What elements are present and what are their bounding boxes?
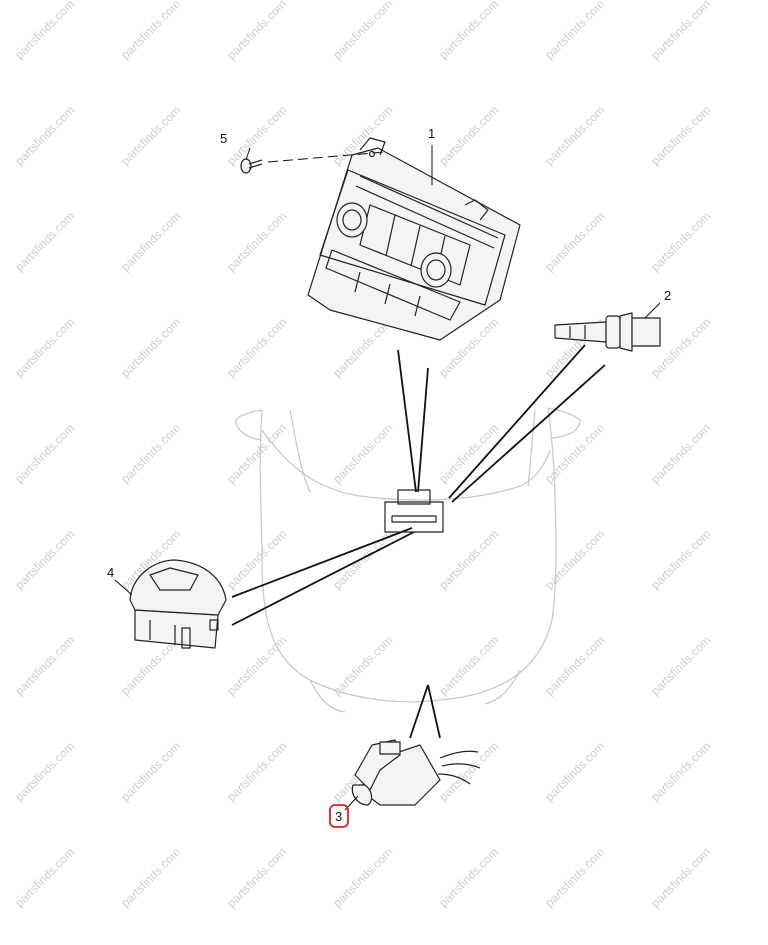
watermark-text-11: partsfinds.com <box>436 103 501 168</box>
watermark-text-2: partsfinds.com <box>224 0 289 62</box>
callout-label-3[interactable]: 3 <box>335 809 342 824</box>
watermark-text-3: partsfinds.com <box>330 0 395 62</box>
watermark-text-13: partsfinds.com <box>648 103 713 168</box>
watermark-text-44: partsfinds.com <box>224 633 289 698</box>
selection-highlight <box>329 804 349 828</box>
watermark-text-23: partsfinds.com <box>224 315 289 380</box>
watermark-text-9: partsfinds.com <box>224 103 289 168</box>
watermark-text-34: partsfinds.com <box>648 421 713 486</box>
watermark-text-29: partsfinds.com <box>118 421 183 486</box>
part-2-sensor[interactable] <box>554 312 661 352</box>
watermark-text-4: partsfinds.com <box>436 0 501 62</box>
watermark-text-22: partsfinds.com <box>118 315 183 380</box>
part-4-dome-sensor[interactable] <box>129 559 227 649</box>
junction-box <box>384 489 444 533</box>
watermark-text-6: partsfinds.com <box>648 0 713 62</box>
watermark-text-39: partsfinds.com <box>436 527 501 592</box>
watermark-text-50: partsfinds.com <box>118 739 183 804</box>
watermark-text-42: partsfinds.com <box>12 633 77 698</box>
watermark-text-20: partsfinds.com <box>648 209 713 274</box>
vehicle-outline <box>235 407 581 713</box>
watermark-text-60: partsfinds.com <box>436 845 501 910</box>
watermark-text-1: partsfinds.com <box>118 0 183 62</box>
watermark-text-19: partsfinds.com <box>542 209 607 274</box>
watermark-text-45: partsfinds.com <box>330 633 395 698</box>
watermark-text-47: partsfinds.com <box>542 633 607 698</box>
part-3-connector-sensor[interactable] <box>351 739 481 806</box>
watermark-text-21: partsfinds.com <box>12 315 77 380</box>
watermark-text-12: partsfinds.com <box>542 103 607 168</box>
watermark-text-62: partsfinds.com <box>648 845 713 910</box>
watermark-text-31: partsfinds.com <box>330 421 395 486</box>
watermark-text-41: partsfinds.com <box>648 527 713 592</box>
watermark-text-0: partsfinds.com <box>12 0 77 62</box>
watermark-text-40: partsfinds.com <box>542 527 607 592</box>
watermark-text-51: partsfinds.com <box>224 739 289 804</box>
watermark-text-55: partsfinds.com <box>648 739 713 804</box>
watermark-text-53: partsfinds.com <box>436 739 501 804</box>
callout-label-2[interactable]: 2 <box>664 288 671 303</box>
watermark-text-49: partsfinds.com <box>12 739 77 804</box>
watermark-text-48: partsfinds.com <box>648 633 713 698</box>
watermark-text-35: partsfinds.com <box>12 527 77 592</box>
watermark-text-16: partsfinds.com <box>224 209 289 274</box>
part-1-climate-control-panel[interactable] <box>307 137 521 341</box>
watermark-text-58: partsfinds.com <box>224 845 289 910</box>
watermark-text-54: partsfinds.com <box>542 739 607 804</box>
watermark-text-38: partsfinds.com <box>330 527 395 592</box>
watermark-text-14: partsfinds.com <box>12 209 77 274</box>
callout-label-4[interactable]: 4 <box>107 565 114 580</box>
callout-label-5[interactable]: 5 <box>220 131 227 146</box>
leader-lines <box>114 145 661 811</box>
watermark-text-28: partsfinds.com <box>12 421 77 486</box>
watermark-text-37: partsfinds.com <box>224 527 289 592</box>
watermark-text-15: partsfinds.com <box>118 209 183 274</box>
watermark-text-7: partsfinds.com <box>12 103 77 168</box>
callout-label-1[interactable]: 1 <box>428 126 435 141</box>
watermark-text-56: partsfinds.com <box>12 845 77 910</box>
watermark-text-59: partsfinds.com <box>330 845 395 910</box>
watermark-text-8: partsfinds.com <box>118 103 183 168</box>
watermark-text-5: partsfinds.com <box>542 0 607 62</box>
watermark-text-61: partsfinds.com <box>542 845 607 910</box>
watermark-text-57: partsfinds.com <box>118 845 183 910</box>
watermark-text-30: partsfinds.com <box>224 421 289 486</box>
